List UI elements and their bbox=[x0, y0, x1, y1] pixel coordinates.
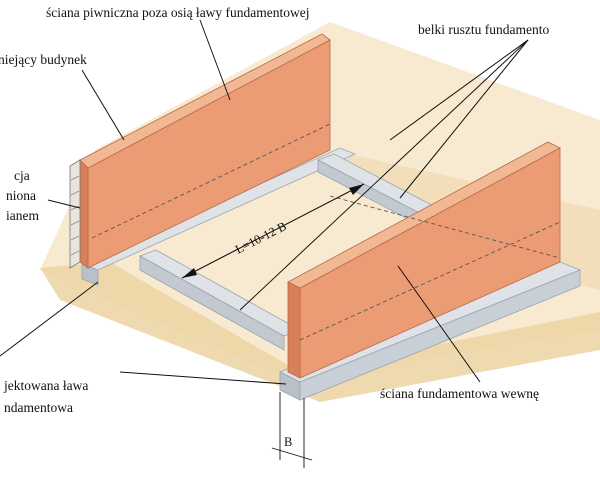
width-dimension: B bbox=[271, 392, 313, 468]
hatch-line bbox=[70, 220, 80, 226]
leader-grillage-beam-3 bbox=[399, 39, 529, 199]
hatch-line bbox=[70, 235, 80, 241]
inner-wall-end bbox=[287, 281, 301, 379]
width-dimension-label: B bbox=[284, 435, 292, 449]
hatch-line bbox=[70, 190, 80, 196]
dashed-axis-line bbox=[91, 123, 331, 239]
soil-wash bbox=[40, 262, 600, 402]
span-arrowhead-left bbox=[182, 268, 197, 278]
label-insulation-line3: ianem bbox=[6, 208, 39, 223]
outer-footing-side bbox=[81, 263, 99, 286]
hatch-line bbox=[70, 205, 80, 211]
width-dimension-line bbox=[271, 447, 313, 461]
leader-existing-building bbox=[81, 69, 125, 141]
existing-building-face bbox=[69, 159, 81, 269]
dashed-hidden-line bbox=[329, 195, 561, 259]
leader-grillage-beam-2 bbox=[239, 39, 529, 311]
leader-insulation bbox=[47, 199, 81, 209]
cross-beam-left-side bbox=[139, 255, 285, 351]
label-designed-footing-line2: ndamentowa bbox=[4, 400, 73, 415]
leader-inner-wall bbox=[397, 265, 481, 383]
basement-wall bbox=[79, 33, 331, 269]
existing-building-hatch bbox=[69, 159, 81, 269]
inner-footing-front bbox=[299, 269, 581, 401]
span-arrowhead-right bbox=[349, 184, 364, 195]
leader-grillage-beam-1 bbox=[389, 39, 529, 141]
label-insulation-line2: niona bbox=[6, 188, 36, 203]
leader-lines bbox=[0, 19, 529, 385]
span-dimension-line bbox=[181, 183, 365, 279]
inner-foundation-wall bbox=[287, 141, 561, 379]
dashed-hidden-line bbox=[299, 221, 561, 341]
leader-designed-footing-1 bbox=[0, 281, 99, 357]
label-grillage-beams: belki rusztu fundamento bbox=[418, 22, 549, 37]
leader-basement-wall bbox=[199, 19, 231, 101]
hatch-line bbox=[70, 175, 80, 181]
label-existing-building: niejący budynek bbox=[0, 52, 87, 67]
label-insulation-line1: cja bbox=[14, 168, 30, 183]
hatch-line bbox=[70, 250, 80, 256]
leader-designed-footing-2 bbox=[119, 371, 287, 385]
label-inner-wall: ściana fundamentowa wewnę bbox=[380, 386, 539, 401]
label-designed-footing-line1: jektowana ława bbox=[3, 378, 88, 393]
label-basement-wall: ściana piwniczna poza osią ławy fundamen… bbox=[46, 5, 310, 20]
basement-wall-end bbox=[79, 159, 89, 269]
